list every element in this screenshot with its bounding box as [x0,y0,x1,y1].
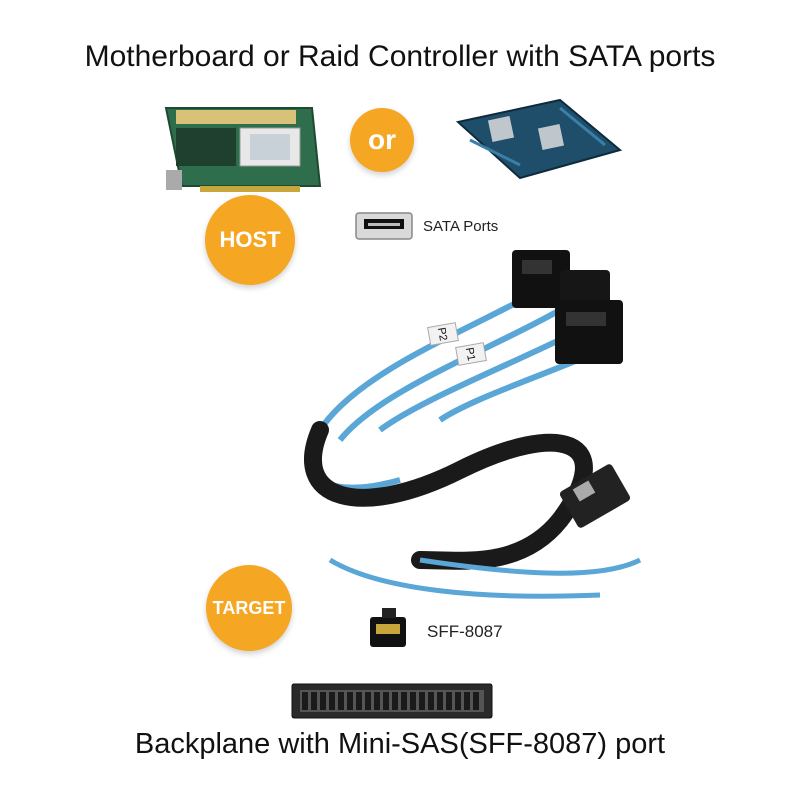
sff-8087-connector-icon [370,608,406,647]
host-badge: HOST [205,195,295,285]
motherboard-image [455,98,623,180]
sata-ports-label: SATA Ports [423,218,499,235]
backplane-image [291,683,493,719]
cable-tag-p2: P2 [435,326,449,341]
sata-port-icon [355,212,413,240]
raid-controller-card-image [164,107,322,192]
page-title: Motherboard or Raid Controller with SATA… [84,40,716,73]
or-badge: or [350,108,414,172]
footer-title: Backplane with Mini-SAS(SFF-8087) port [134,728,666,760]
target-badge: TARGET [206,565,292,651]
cable-tag-p1: P1 [463,346,477,361]
mini-sas-cable-image [304,250,642,599]
sff-8087-label: SFF-8087 [427,622,503,641]
